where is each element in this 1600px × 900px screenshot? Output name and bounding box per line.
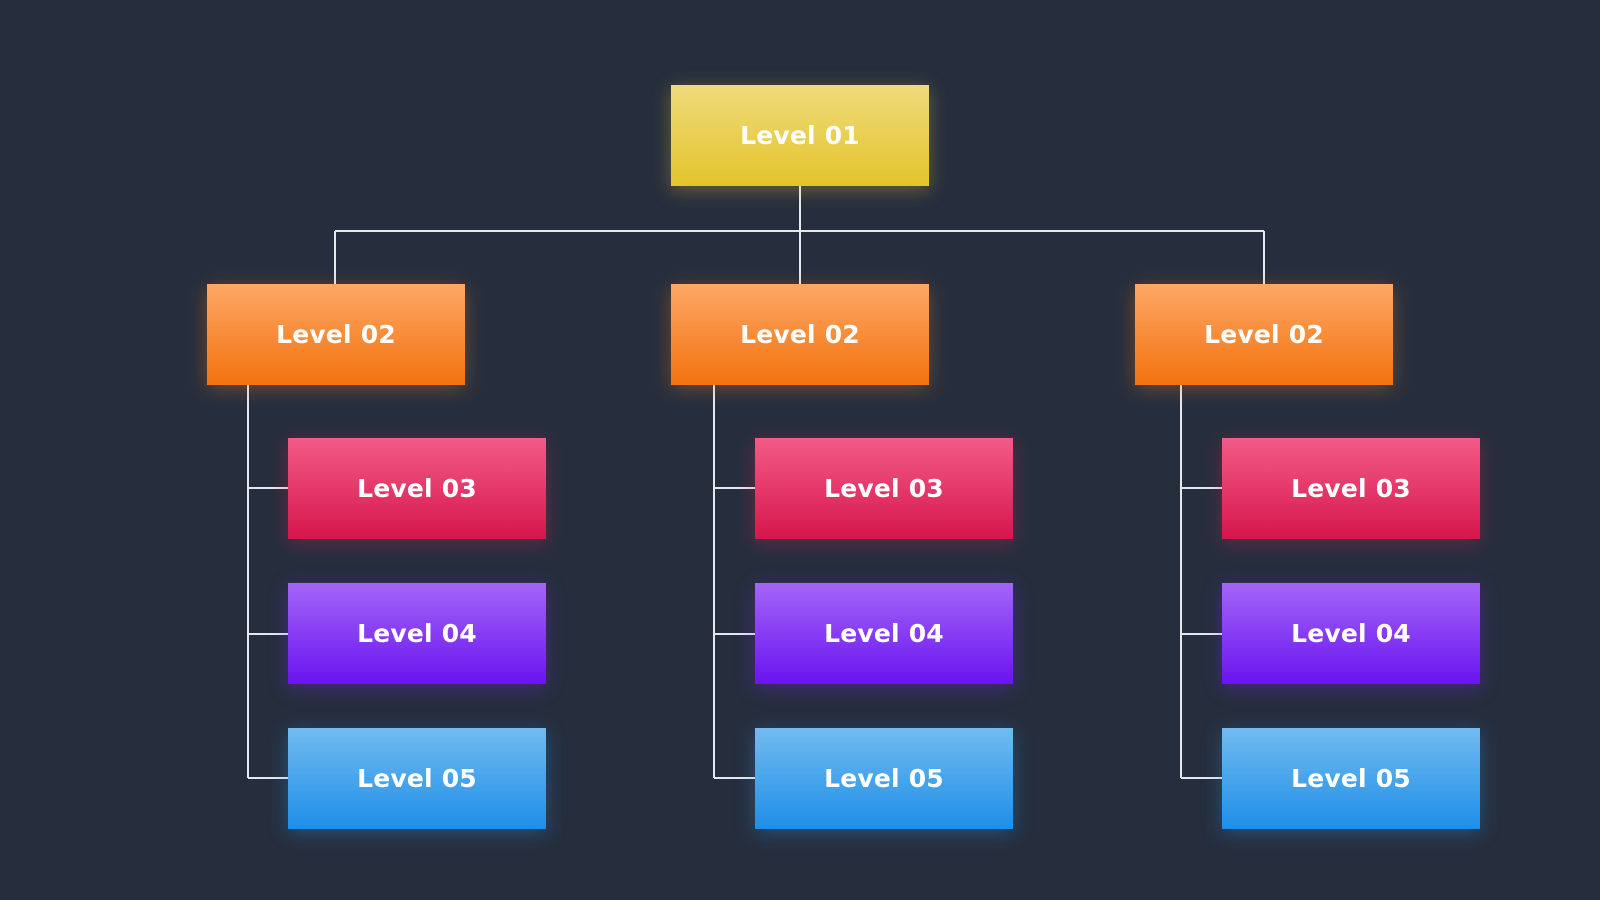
node-label: Level 05 — [357, 764, 477, 793]
node-label: Level 04 — [824, 619, 944, 648]
node-level-05-left: Level 05 — [288, 728, 546, 829]
node-label: Level 02 — [276, 320, 396, 349]
node-label: Level 01 — [740, 121, 860, 150]
node-level-02-left: Level 02 — [207, 284, 465, 385]
node-level-04-center: Level 04 — [755, 583, 1013, 684]
node-level-04-left: Level 04 — [288, 583, 546, 684]
node-level-05-right: Level 05 — [1222, 728, 1480, 829]
node-label: Level 02 — [740, 320, 860, 349]
node-level-03-left: Level 03 — [288, 438, 546, 539]
node-level-03-center: Level 03 — [755, 438, 1013, 539]
node-level-01: Level 01 — [671, 85, 929, 186]
node-label: Level 03 — [357, 474, 477, 503]
node-level-04-right: Level 04 — [1222, 583, 1480, 684]
node-label: Level 03 — [1291, 474, 1411, 503]
node-level-03-right: Level 03 — [1222, 438, 1480, 539]
node-label: Level 02 — [1204, 320, 1324, 349]
node-label: Level 05 — [1291, 764, 1411, 793]
node-label: Level 04 — [357, 619, 477, 648]
node-label: Level 05 — [824, 764, 944, 793]
node-level-02-center: Level 02 — [671, 284, 929, 385]
node-level-02-right: Level 02 — [1135, 284, 1393, 385]
node-label: Level 04 — [1291, 619, 1411, 648]
node-label: Level 03 — [824, 474, 944, 503]
node-level-05-center: Level 05 — [755, 728, 1013, 829]
